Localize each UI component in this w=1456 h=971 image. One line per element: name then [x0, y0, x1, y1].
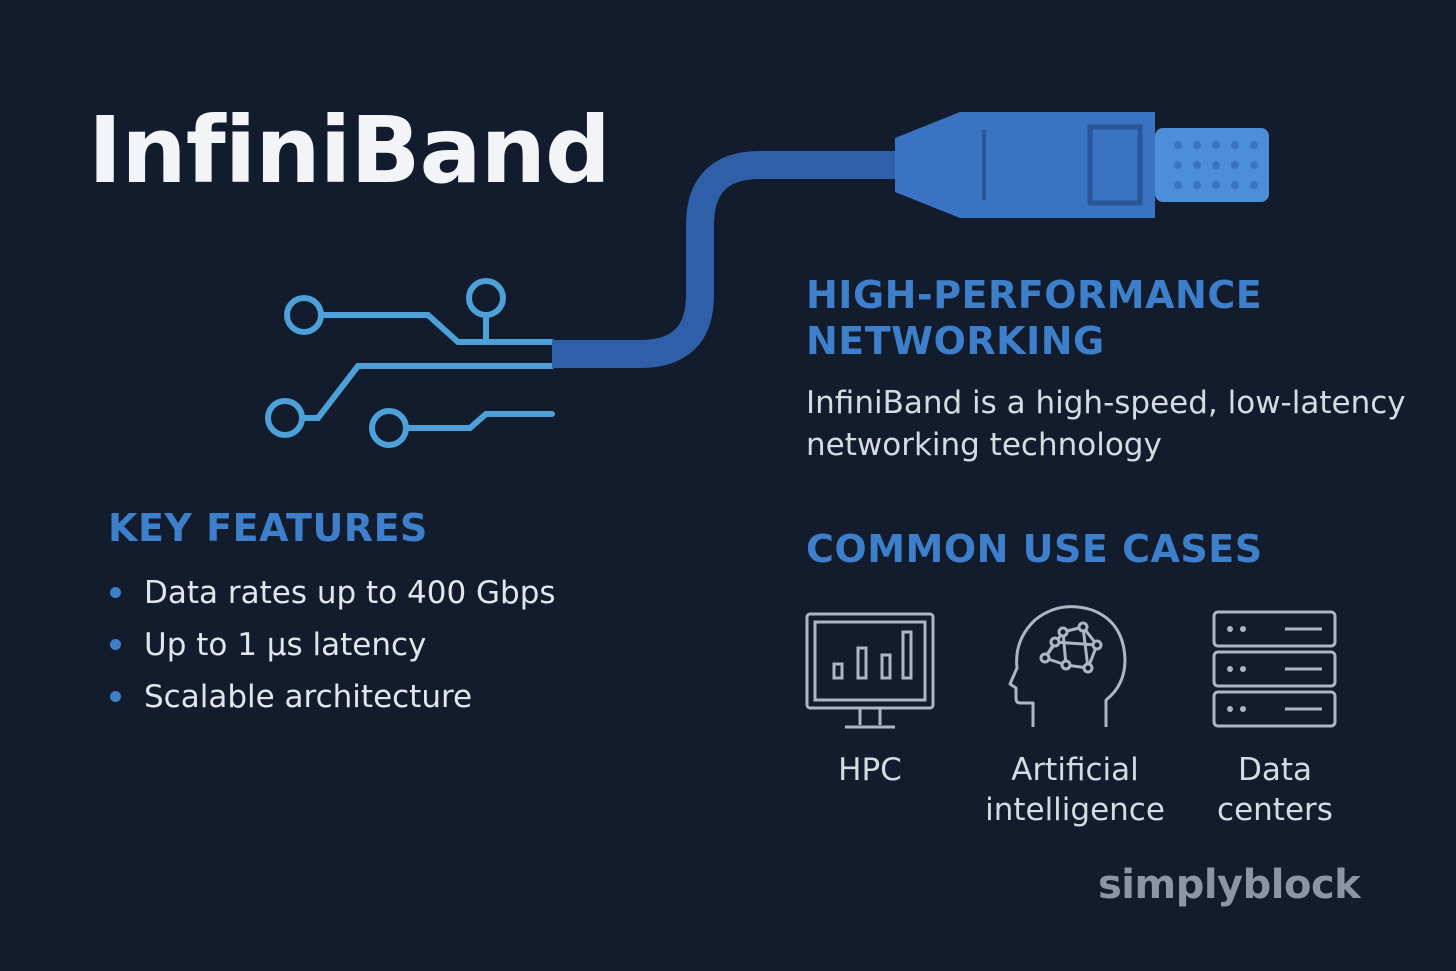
circuit-node — [466, 278, 506, 318]
server-rack-icon — [1212, 610, 1337, 728]
high-performance-description: InfiniBand is a high-speed, low-latency … — [806, 385, 1406, 463]
feature-text: Scalable architecture — [144, 679, 473, 715]
circuit-node — [265, 398, 305, 438]
list-item: Up to 1 µs latency — [108, 619, 556, 671]
cable-icon — [552, 112, 1269, 368]
circuit-traces-icon — [265, 278, 555, 448]
bullet-icon — [110, 639, 121, 650]
use-cases-heading: COMMON USE CASES — [806, 527, 1263, 571]
bullet-icon — [110, 691, 121, 702]
list-item: Data rates up to 400 Gbps — [108, 567, 556, 619]
page-title: InfiniBand — [88, 97, 611, 204]
high-performance-heading: HIGH-PERFORMANCE NETWORKING — [806, 273, 1263, 363]
bullet-icon — [110, 587, 121, 598]
monitor-bar-chart-icon — [805, 612, 935, 729]
brand-logo: simplyblock — [1098, 862, 1361, 908]
use-case-label-data-centers: Data centers — [1217, 752, 1333, 828]
brain-head-icon — [1008, 605, 1127, 727]
feature-text: Data rates up to 400 Gbps — [144, 575, 556, 611]
key-features-heading: KEY FEATURES — [108, 506, 428, 550]
key-features-list: Data rates up to 400 Gbps Up to 1 µs lat… — [108, 567, 556, 723]
circuit-node — [369, 408, 409, 448]
feature-text: Up to 1 µs latency — [144, 627, 427, 663]
use-case-label-ai: Artificial intelligence — [985, 752, 1165, 828]
list-item: Scalable architecture — [108, 671, 556, 723]
use-case-label-hpc: HPC — [838, 752, 902, 788]
circuit-node — [284, 295, 324, 335]
